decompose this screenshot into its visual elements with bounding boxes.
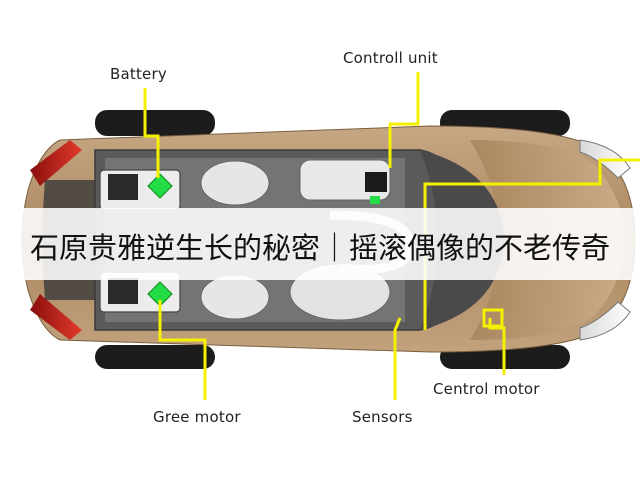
- callout-battery: [143, 88, 160, 178]
- headlamp-bottom: [579, 301, 631, 341]
- label-battery: Battery: [110, 65, 167, 83]
- wheel-rear-bottom: [95, 345, 215, 369]
- motor-rear-bottom: [200, 274, 270, 320]
- battery-display-bottom: [108, 278, 138, 304]
- motor-rear-top: [200, 160, 270, 206]
- label-central-motor: Centrol motor: [433, 380, 540, 398]
- label-green-motor: Gree motor: [153, 408, 241, 426]
- label-sensors: Sensors: [352, 408, 413, 426]
- battery-highlight-top: [147, 173, 173, 199]
- label-control-unit: Controll unit: [343, 49, 438, 67]
- motors: [200, 159, 415, 321]
- control-unit-connector: [365, 172, 387, 192]
- sensor-green-module: [370, 196, 380, 204]
- callout-green-motor: [158, 300, 207, 400]
- callout-dashes: [143, 72, 506, 400]
- title-banner: [0, 208, 640, 280]
- tail-light-bottom: [30, 294, 82, 340]
- banner-title: 石原贵雅逆生长的秘密｜摇滚偶像的不老传奇: [29, 231, 610, 265]
- battery-display-top: [108, 174, 138, 200]
- central-motor-marker: [482, 308, 504, 328]
- tail-light-top: [30, 140, 82, 186]
- wheel-rear-top: [95, 110, 215, 136]
